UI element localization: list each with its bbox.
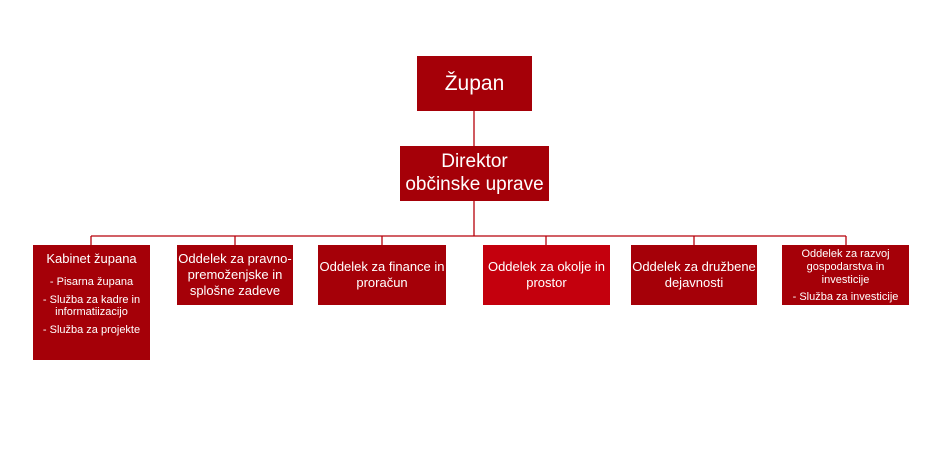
department-cabinet-box: Kabinet župana - Pisarna župana - Služba… bbox=[33, 245, 150, 360]
sub-unit-item: - Služba za investicije bbox=[792, 290, 899, 303]
department-economy-sub-units: - Služba za investicije bbox=[793, 287, 899, 303]
director-label: Direktor občinske uprave bbox=[405, 150, 544, 195]
mayor-label: Župan bbox=[444, 71, 505, 95]
sub-unit-item: - Služba za kadre in informatiizacijo bbox=[42, 294, 141, 318]
department-social-box: Oddelek za družbene dejavnosti bbox=[631, 245, 757, 305]
department-economy-label: Oddelek za razvoj gospodarstva in invest… bbox=[801, 247, 890, 286]
department-legal-label: Oddelek za pravno- premoženjske in sploš… bbox=[178, 251, 292, 298]
department-social-label: Oddelek za družbene dejavnosti bbox=[632, 259, 756, 290]
sub-unit-item: - Služba za projekte bbox=[42, 324, 141, 336]
department-cabinet-label: Kabinet župana bbox=[46, 251, 137, 266]
mayor-box: Župan bbox=[417, 56, 532, 111]
department-finance-label: Oddelek za finance in proračun bbox=[319, 259, 445, 290]
department-legal-box: Oddelek za pravno- premoženjske in sploš… bbox=[177, 245, 293, 305]
department-environment-label: Oddelek za okolje in prostor bbox=[487, 259, 606, 290]
department-environment-box: Oddelek za okolje in prostor bbox=[483, 245, 610, 305]
department-cabinet-sub-units: - Pisarna župana - Služba za kadre in in… bbox=[43, 267, 140, 336]
department-economy-box: Oddelek za razvoj gospodarstva in invest… bbox=[782, 245, 909, 305]
department-finance-box: Oddelek za finance in proračun bbox=[318, 245, 446, 305]
director-box: Direktor občinske uprave bbox=[400, 146, 549, 201]
sub-unit-item: - Pisarna župana bbox=[49, 276, 134, 288]
